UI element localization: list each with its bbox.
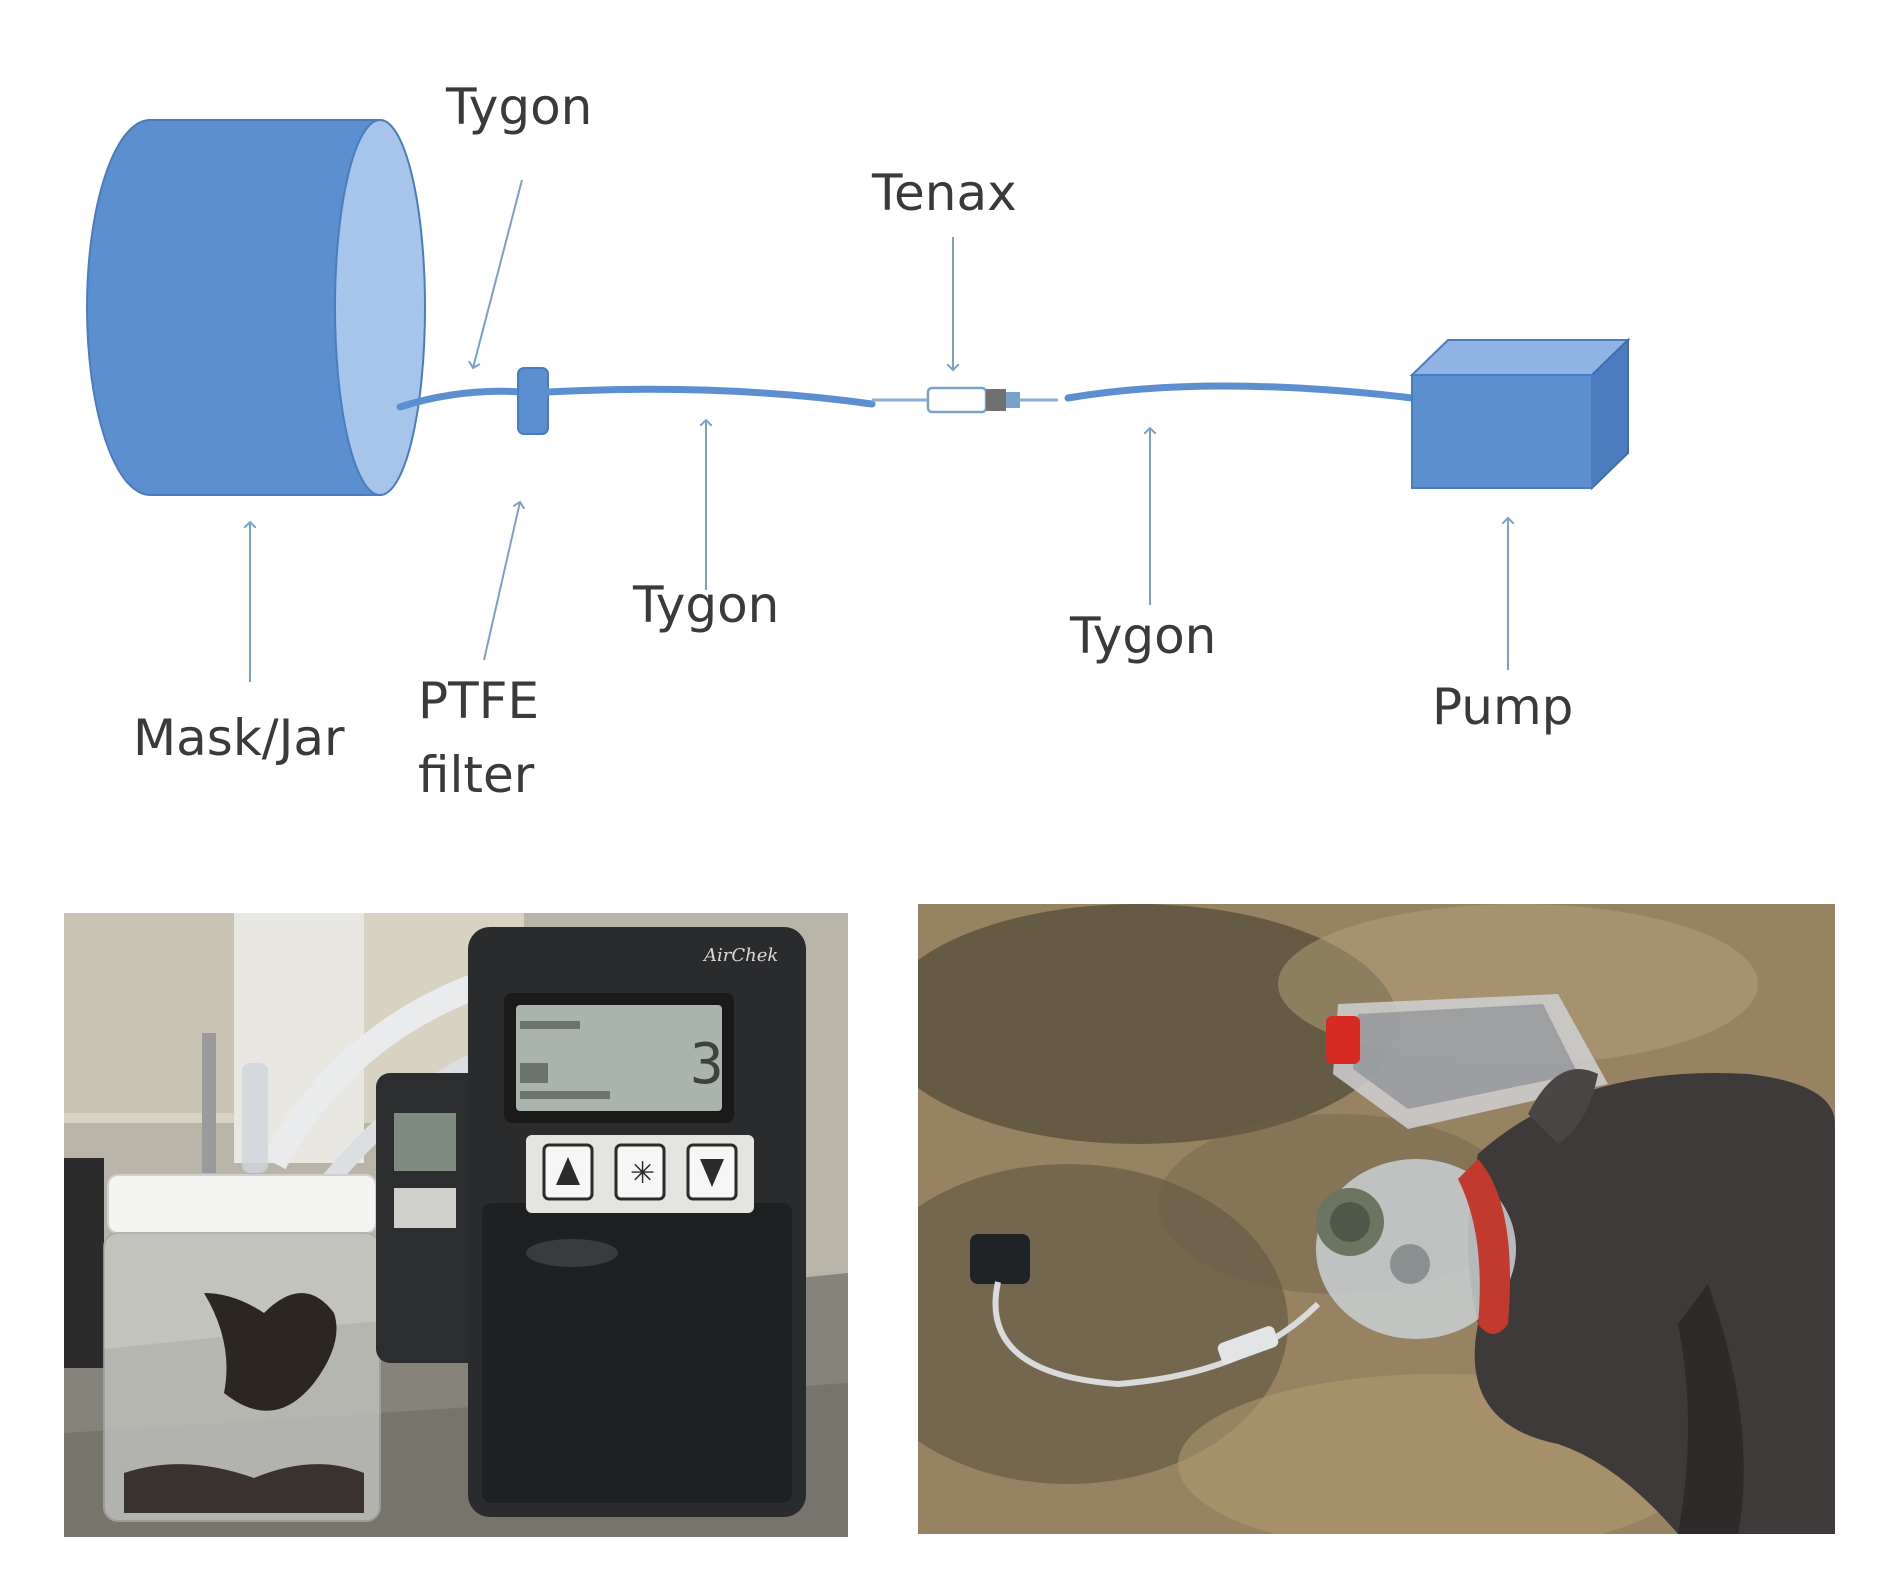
label-tenax: Tenax <box>872 164 1017 222</box>
label-filter: filter <box>418 746 535 804</box>
arrow-tygon-top <box>473 179 523 368</box>
mask-jar-cylinder <box>86 119 426 496</box>
pump-brand-label: AirChek <box>702 945 778 966</box>
svg-text:3: 3 <box>690 1032 724 1097</box>
tygon-tube-3 <box>1064 382 1416 402</box>
photo-field-mask-on-animal <box>918 904 1835 1534</box>
label-tygon-mid: Tygon <box>633 576 780 634</box>
tenax-tube <box>926 386 1020 414</box>
label-ptfe: PTFE <box>418 672 540 730</box>
label-pump: Pump <box>1432 678 1574 736</box>
pump-box <box>1409 337 1631 491</box>
label-mask-jar: Mask/Jar <box>133 709 345 767</box>
sampling-train-diagram <box>86 119 1631 682</box>
label-tygon-right: Tygon <box>1070 607 1217 665</box>
arrow-ptfe-filter <box>483 502 520 661</box>
photo-lab-jar-and-pumps: 3 AirChek ✳ <box>64 913 848 1537</box>
ptfe-filter <box>517 367 549 435</box>
tygon-tube-2 <box>544 385 876 408</box>
label-tygon-top: Tygon <box>446 78 593 136</box>
tygon-tube-1 <box>396 387 526 411</box>
svg-text:✳: ✳ <box>630 1156 655 1191</box>
